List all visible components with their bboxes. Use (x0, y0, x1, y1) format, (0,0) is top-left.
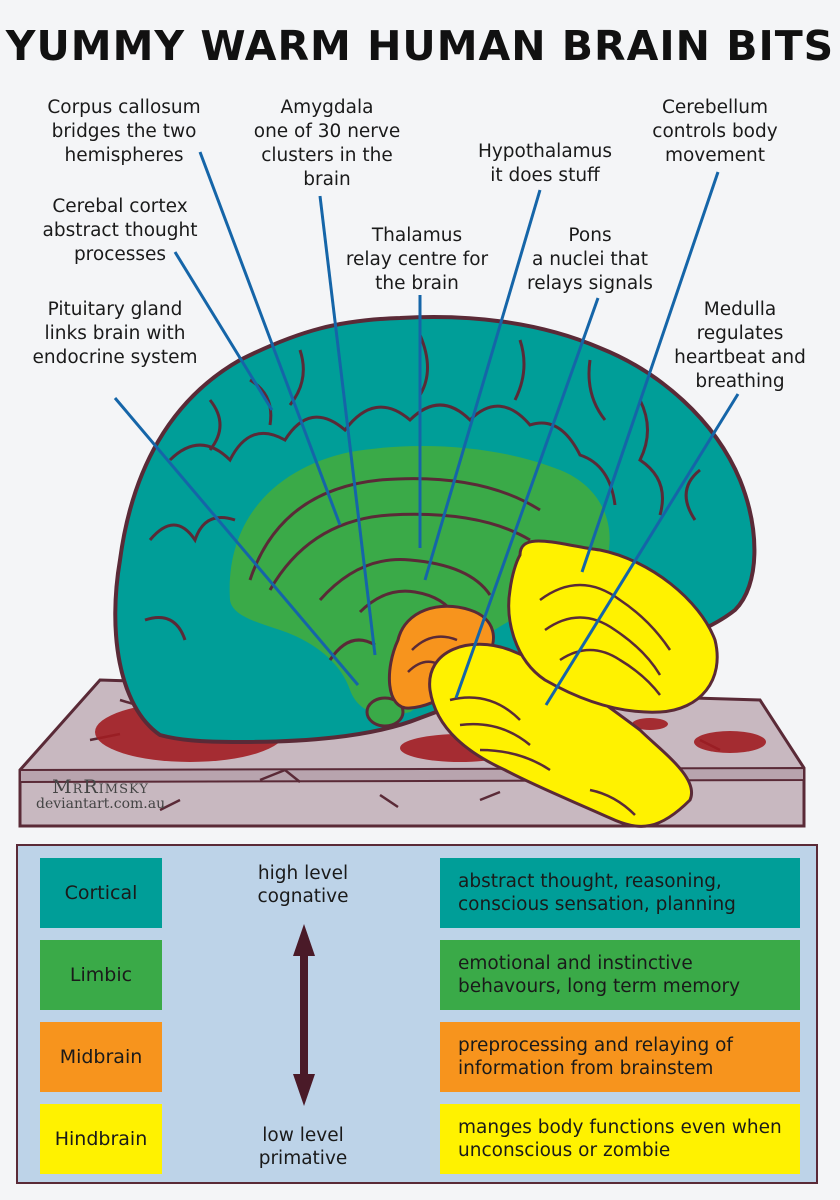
label-pons: Pons a nuclei that relays signals (505, 224, 675, 296)
label-hypothalamus: Hypothalamus it does stuff (460, 140, 630, 188)
artist-credit: MrRimsky deviantart.com.au (36, 776, 165, 812)
label-desc: it does stuff (490, 165, 600, 186)
scale-top-text: high level cognative (257, 863, 349, 907)
label-name: Hypothalamus (477, 141, 613, 162)
legend-desc-hindbrain: manges body functions even when unconsci… (440, 1104, 800, 1174)
desc-text: abstract thought, reasoning, conscious s… (458, 871, 736, 915)
scale-top-label: high level cognative (218, 862, 388, 908)
label-desc: relay centre for the brain (345, 249, 489, 294)
credit-site: deviantart.com.au (36, 796, 166, 812)
scale-bottom-label: low level primative (218, 1124, 388, 1170)
legend-swatch-midbrain: Midbrain (40, 1022, 162, 1092)
label-name: Thalamus (371, 225, 463, 246)
legend-swatch-hindbrain: Hindbrain (40, 1104, 162, 1174)
legend-desc-cortical: abstract thought, reasoning, conscious s… (440, 858, 800, 928)
legend-swatch-cortical: Cortical (40, 858, 162, 928)
desc-text: preprocessing and relaying of informatio… (458, 1035, 733, 1079)
label-name: Amygdala (280, 97, 374, 118)
scale-arrow (293, 924, 315, 1106)
page-title: YUMMY WARM HUMAN BRAIN BITS (5, 22, 835, 70)
label-desc: one of 30 nerve clusters in the brain (253, 121, 401, 190)
scale-bottom-text: low level primative (258, 1125, 348, 1169)
desc-text: emotional and instinctive behavours, lon… (458, 953, 741, 997)
label-name: Cerebellum (661, 97, 769, 118)
label-thalamus: Thalamus relay centre for the brain (340, 224, 494, 296)
label-desc: a nuclei that relays signals (527, 249, 653, 294)
label-name: Pons (568, 225, 612, 246)
label-desc: regulates heartbeat and breathing (674, 323, 806, 392)
label-name: Corpus callosum (47, 97, 201, 118)
credit-author: MrRimsky (52, 776, 149, 798)
brain-illustration (18, 151, 806, 828)
label-medulla: Medulla regulates heartbeat and breathin… (660, 298, 820, 394)
label-pituitary-gland: Pituitary gland links brain with endocri… (30, 298, 200, 370)
label-name: Cerebal cortex (52, 196, 188, 217)
leader-lines (113, 151, 740, 706)
legend-desc-midbrain: preprocessing and relaying of informatio… (440, 1022, 800, 1092)
label-desc: links brain with endocrine system (32, 323, 198, 368)
label-desc: controls body movement (652, 121, 778, 166)
label-desc: abstract thought processes (42, 220, 198, 265)
legend-swatch-limbic: Limbic (40, 940, 162, 1010)
label-name: Medulla (703, 299, 777, 320)
label-desc: bridges the two hemispheres (51, 121, 197, 166)
label-cerebal-cortex: Cerebal cortex abstract thought processe… (30, 195, 210, 267)
label-cerebellum: Cerebellum controls body movement (630, 96, 800, 168)
label-name: Pituitary gland (47, 299, 183, 320)
legend-panel: Cortical Limbic Midbrain Hindbrain high … (16, 844, 818, 1184)
desc-text: manges body functions even when unconsci… (458, 1117, 782, 1161)
label-amygdala: Amygdala one of 30 nerve clusters in the… (250, 96, 404, 192)
label-corpus-callosum: Corpus callosum bridges the two hemisphe… (32, 96, 216, 168)
hindbrain-region (428, 539, 719, 828)
legend-desc-limbic: emotional and instinctive behavours, lon… (440, 940, 800, 1010)
